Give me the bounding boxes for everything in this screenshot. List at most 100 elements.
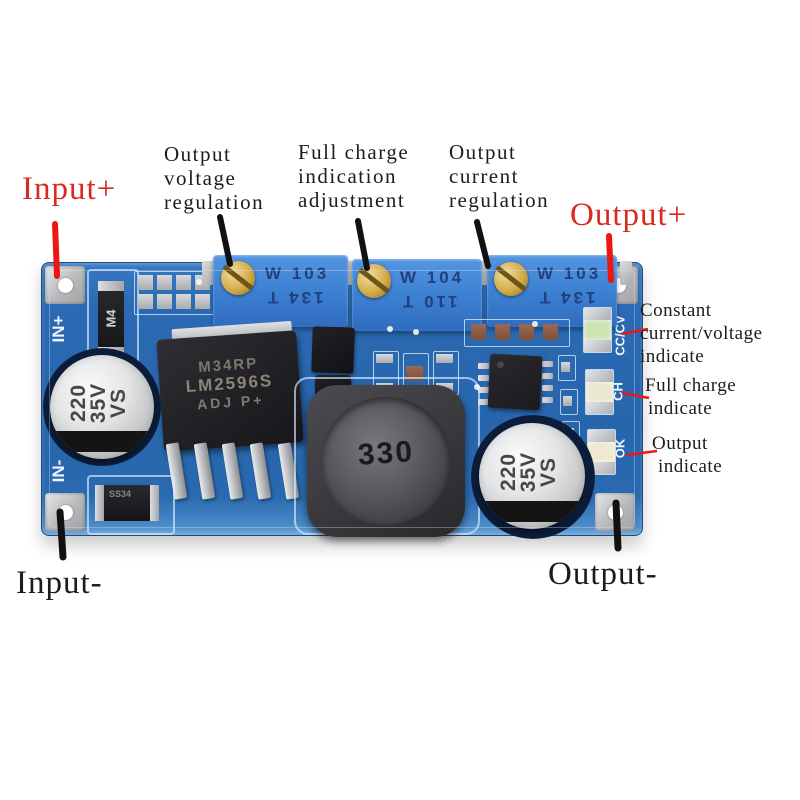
ic-pin: [542, 385, 553, 391]
output-capacitor-marking: 220 35V VS: [497, 434, 565, 510]
trimmer-marking-bottom: 110 T: [400, 292, 458, 311]
label-input-plus: Input+: [22, 171, 117, 207]
cap-marking-line: VS: [537, 457, 560, 488]
label-output-plus: Output+: [570, 197, 688, 233]
input-capacitor: 220 35V VS: [50, 355, 154, 459]
ic-leg: [221, 442, 244, 500]
silk-in-minus: IN-: [49, 459, 68, 483]
led-chip: [588, 442, 615, 462]
smd-transistor: [311, 326, 355, 374]
smd-pad: [157, 275, 172, 290]
led-pad: [584, 340, 611, 352]
cap-marking-line: 220: [497, 452, 520, 492]
label-output-current-regulation: Output current regulation: [449, 140, 549, 212]
label-line: Constant: [640, 300, 712, 321]
led-chip: [584, 320, 611, 340]
smd-end: [436, 354, 453, 363]
label-line: Output: [449, 140, 517, 164]
ic-leg: [193, 442, 216, 500]
silk-in-plus: IN+: [49, 315, 68, 343]
via: [474, 384, 480, 390]
pad-hole: [58, 505, 73, 520]
label-full-charge-indicate: Full charge indicate: [645, 374, 736, 420]
ic-pin: [478, 387, 489, 393]
smd-resistor: [543, 324, 558, 340]
trimmer-screw: [494, 262, 528, 296]
schottky-diode-outline: [87, 475, 175, 535]
label-line: current/voltage: [640, 323, 763, 344]
schottky-diode-marking: SS34: [109, 489, 132, 499]
opamp-ic: [487, 353, 543, 411]
smd-pad: [176, 294, 191, 309]
via: [387, 326, 393, 332]
pad-input-minus: [45, 493, 85, 531]
smd-pad: [176, 275, 191, 290]
label-line: Output: [164, 142, 232, 166]
cap-marking-line: 220: [67, 383, 90, 423]
label-constant-current-voltage-indicate: Constant current/voltage indicate: [640, 299, 763, 368]
pad-input-plus: [45, 266, 85, 304]
via: [413, 329, 419, 335]
led-pad: [586, 402, 613, 414]
label-line: adjustment: [298, 188, 406, 212]
smd-end: [376, 354, 393, 363]
led-cc-cv: [583, 307, 612, 353]
cap-marking-line: VS: [107, 388, 130, 419]
trimmer-marking-top: W 103: [537, 264, 602, 283]
led-chip: [586, 382, 613, 402]
label-line: voltage: [164, 166, 237, 190]
ic-body: M34RP LM2596S ADJ P+: [156, 330, 304, 452]
label-line: Full charge: [645, 375, 737, 396]
label-line: indicate: [658, 456, 723, 477]
trimmer-terminal: [202, 261, 214, 285]
smd-resistor: [560, 389, 578, 415]
trimmer-marking-bottom: 134 T: [265, 288, 324, 307]
label-output-indicate: Output indicate: [652, 432, 722, 478]
trimmer-full-charge: W 104 110 T: [352, 259, 482, 331]
diode-terminal: [95, 485, 104, 521]
ic-pin: [478, 375, 489, 381]
label-line: regulation: [449, 188, 550, 212]
trimmer-marking-top: W 104: [400, 268, 465, 287]
ic-pin: [542, 361, 553, 367]
led-ch: [585, 369, 614, 415]
via: [532, 321, 538, 327]
ic-pin: [478, 363, 489, 369]
output-capacitor: 220 35V VS: [479, 423, 585, 529]
pad-hole: [608, 505, 623, 520]
label-input-minus: Input-: [16, 565, 103, 601]
capacitor-polarity-stripe: [479, 501, 585, 522]
input-diode-marking: M4: [103, 309, 119, 328]
inductor-core: [321, 397, 451, 525]
smd-pad: [138, 294, 153, 309]
pin1-dot: [496, 361, 505, 369]
label-output-minus: Output-: [548, 556, 658, 592]
label-output-voltage-regulation: Output voltage regulation: [164, 142, 264, 214]
cap-marking-line: 35V: [87, 382, 110, 424]
label-line: current: [449, 164, 519, 188]
trimmer-output-voltage: W 103 134 T: [213, 255, 348, 327]
ic-pin: [542, 397, 553, 403]
smd-body: [561, 362, 570, 372]
input-capacitor-marking: 220 35V VS: [67, 365, 135, 441]
smd-pad: [138, 275, 153, 290]
smd-resistor-row: [464, 319, 570, 347]
label-full-charge-indication-adjustment: Full charge indication adjustment: [298, 140, 409, 212]
trimmer-screw: [221, 261, 255, 295]
cap-marking-line: 35V: [517, 451, 540, 493]
led-pad: [588, 430, 615, 442]
label-line: Output: [652, 433, 708, 454]
via: [196, 279, 202, 285]
led-ok: [587, 429, 616, 475]
ic-pin: [542, 373, 553, 379]
pcb-board: IN+ IN- CC/CV CH OK M4: [41, 255, 643, 539]
ic-leg: [249, 442, 272, 500]
smd-pad: [157, 294, 172, 309]
inductor: 330: [307, 385, 465, 537]
smd-resistor: [519, 324, 534, 340]
smd-resistor: [471, 324, 486, 340]
trimmer-screw: [357, 264, 391, 298]
trimmer-terminal: [620, 261, 632, 285]
trimmer-marking-top: W 103: [265, 264, 330, 283]
